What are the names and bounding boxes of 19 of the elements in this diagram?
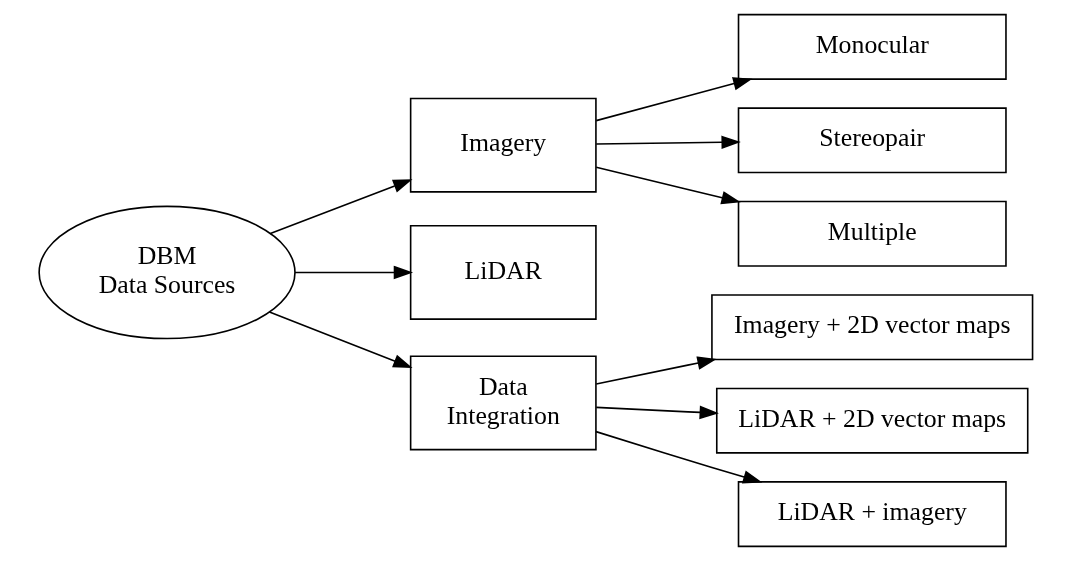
node-box: Imagery + 2D vector maps (710, 294, 1033, 361)
arrow (293, 265, 413, 280)
arrow (594, 77, 752, 122)
node-box: Data Integration (409, 355, 597, 451)
arrow (594, 135, 741, 150)
arrow (269, 179, 412, 235)
node-box: Stereopair (737, 107, 1007, 174)
arrow (594, 166, 741, 205)
node-box: LiDAR (409, 224, 597, 320)
arrow (594, 430, 762, 484)
node-box: Monocular (737, 13, 1007, 80)
node-box: Imagery (409, 97, 597, 193)
arrow (594, 356, 717, 385)
node-ellipse: DBM Data Sources (37, 205, 296, 340)
node-box: Multiple (737, 200, 1007, 267)
node-box: LiDAR + 2D vector maps (715, 387, 1029, 454)
node-box: LiDAR + imagery (737, 481, 1007, 548)
arrow (268, 311, 413, 368)
arrow (594, 405, 719, 420)
